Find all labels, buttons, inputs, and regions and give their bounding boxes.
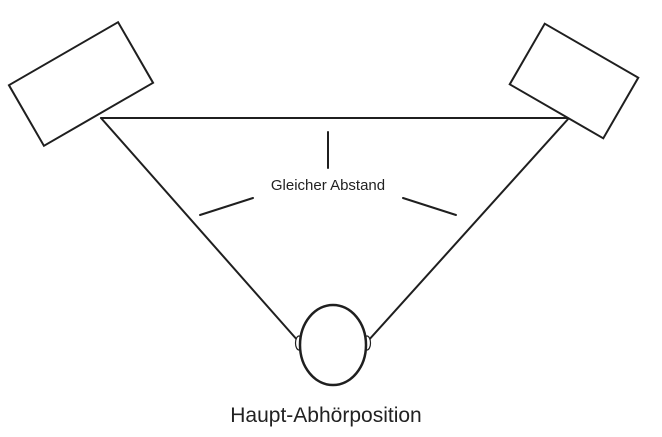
distance-tick-left [199,197,254,216]
listening-position-label: Haupt-Abhörposition [230,404,421,427]
triangle-right-side [366,117,570,343]
listener-head [298,303,368,387]
right-speaker [508,22,640,140]
triangle-left-side [100,117,300,343]
distance-tick-right [402,197,457,216]
equal-distance-label: Gleicher Abstand [271,177,385,194]
left-speaker [7,20,155,148]
